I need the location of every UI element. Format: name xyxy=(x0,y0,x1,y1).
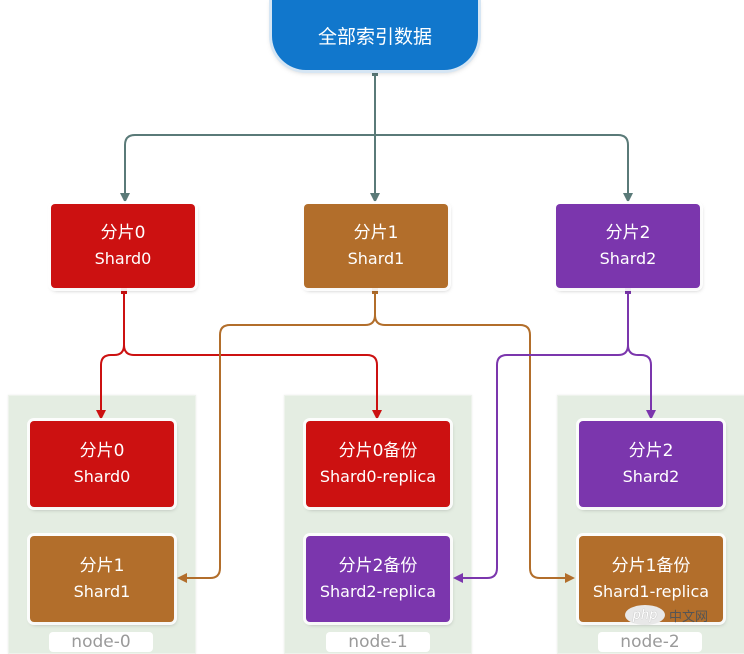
php-cn-watermark: php 中文网 xyxy=(624,604,708,626)
node-shard-cn-label: 分片1备份 xyxy=(611,556,691,576)
node-shard-cn-label: 分片1 xyxy=(79,556,125,576)
node-0-shard-box-bottom: 分片1 Shard1 xyxy=(30,536,174,622)
node-1-label: node-1 xyxy=(326,632,430,652)
node-2-shard-box-top: 分片2 Shard2 xyxy=(579,421,723,507)
node-shard-en-label: Shard2 xyxy=(622,467,680,486)
node-shard-cn-label: 分片2备份 xyxy=(338,556,418,576)
node-shard-cn-label: 分片0 xyxy=(79,441,125,461)
shard-en-label: Shard2 xyxy=(599,249,657,268)
node-0-shard-box-top: 分片0 Shard0 xyxy=(30,421,174,507)
node-shard-en-label: Shard0-replica xyxy=(319,467,437,486)
shard-box-0: 分片0 Shard0 xyxy=(51,204,195,288)
php-logo-icon: php xyxy=(624,605,665,625)
shard-box-2: 分片2 Shard2 xyxy=(556,204,700,288)
shard-en-label: Shard0 xyxy=(94,249,152,268)
node-1-shard-box-bottom: 分片2备份 Shard2-replica xyxy=(306,536,450,622)
shard-box-1: 分片1 Shard1 xyxy=(304,204,448,288)
shard1-connectors xyxy=(177,288,575,583)
node-shard-en-label: Shard1-replica xyxy=(592,582,710,601)
shard2-connectors xyxy=(453,288,656,583)
node-1-shard-box-top: 分片0备份 Shard0-replica xyxy=(306,421,450,507)
node-shard-cn-label: 分片2 xyxy=(628,441,674,461)
node-0-label: node-0 xyxy=(49,632,153,652)
shard-cn-label: 分片2 xyxy=(605,223,651,243)
shard-cn-label: 分片0 xyxy=(100,223,146,243)
root-all-index-data: 全部索引数据 xyxy=(272,0,478,70)
root-label: 全部索引数据 xyxy=(317,25,432,48)
node-shard-en-label: Shard0 xyxy=(73,467,131,486)
shard-en-label: Shard1 xyxy=(347,249,405,268)
node-2-label: node-2 xyxy=(598,632,702,652)
node-shard-en-label: Shard1 xyxy=(73,582,131,601)
root-connectors xyxy=(120,70,633,203)
shard-cn-label: 分片1 xyxy=(353,223,399,243)
node-shard-cn-label: 分片0备份 xyxy=(338,441,418,461)
watermark-text: 中文网 xyxy=(668,609,708,625)
shard0-connectors xyxy=(96,288,382,420)
node-shard-en-label: Shard2-replica xyxy=(319,582,437,601)
